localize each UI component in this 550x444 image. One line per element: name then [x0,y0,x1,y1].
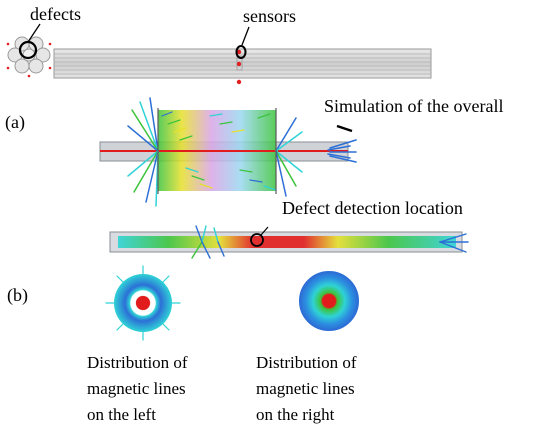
dist-left-line3: on the left [87,405,156,424]
defects-leader-line [27,23,41,43]
defects-label: defects [30,4,81,24]
sensor-marker-circle [235,45,247,59]
sensor-dot [236,79,242,85]
sensors-leader-line [241,26,250,46]
cable-cross-section [6,36,52,78]
simulation-overall-label: Simulation of the overall [324,96,504,116]
dist-right-line2: magnetic lines [256,379,355,398]
panel-a-label: (a) [5,112,25,132]
sensor-dot [236,49,242,55]
sensors-label: sensors [243,6,296,26]
sensor-dot [236,61,242,67]
straight-cable [53,48,432,79]
defect-detection-marker [250,233,264,247]
defect-detection-location-label: Defect detection location [282,198,463,218]
dist-left-line2: magnetic lines [87,379,186,398]
panel-b-label: (b) [7,285,28,305]
right-cross-section [299,271,359,331]
left-cross-section [105,265,181,341]
simulation-overall-model [99,97,357,207]
defect-detection-leader-line [260,226,269,236]
defect-detection-model [109,225,469,259]
dist-right-line3: on the right [256,405,335,424]
dist-right-line1: Distribution of [256,353,357,372]
simulation-overall-pointer [336,124,353,133]
dist-left-line1: Distribution of [87,353,188,372]
